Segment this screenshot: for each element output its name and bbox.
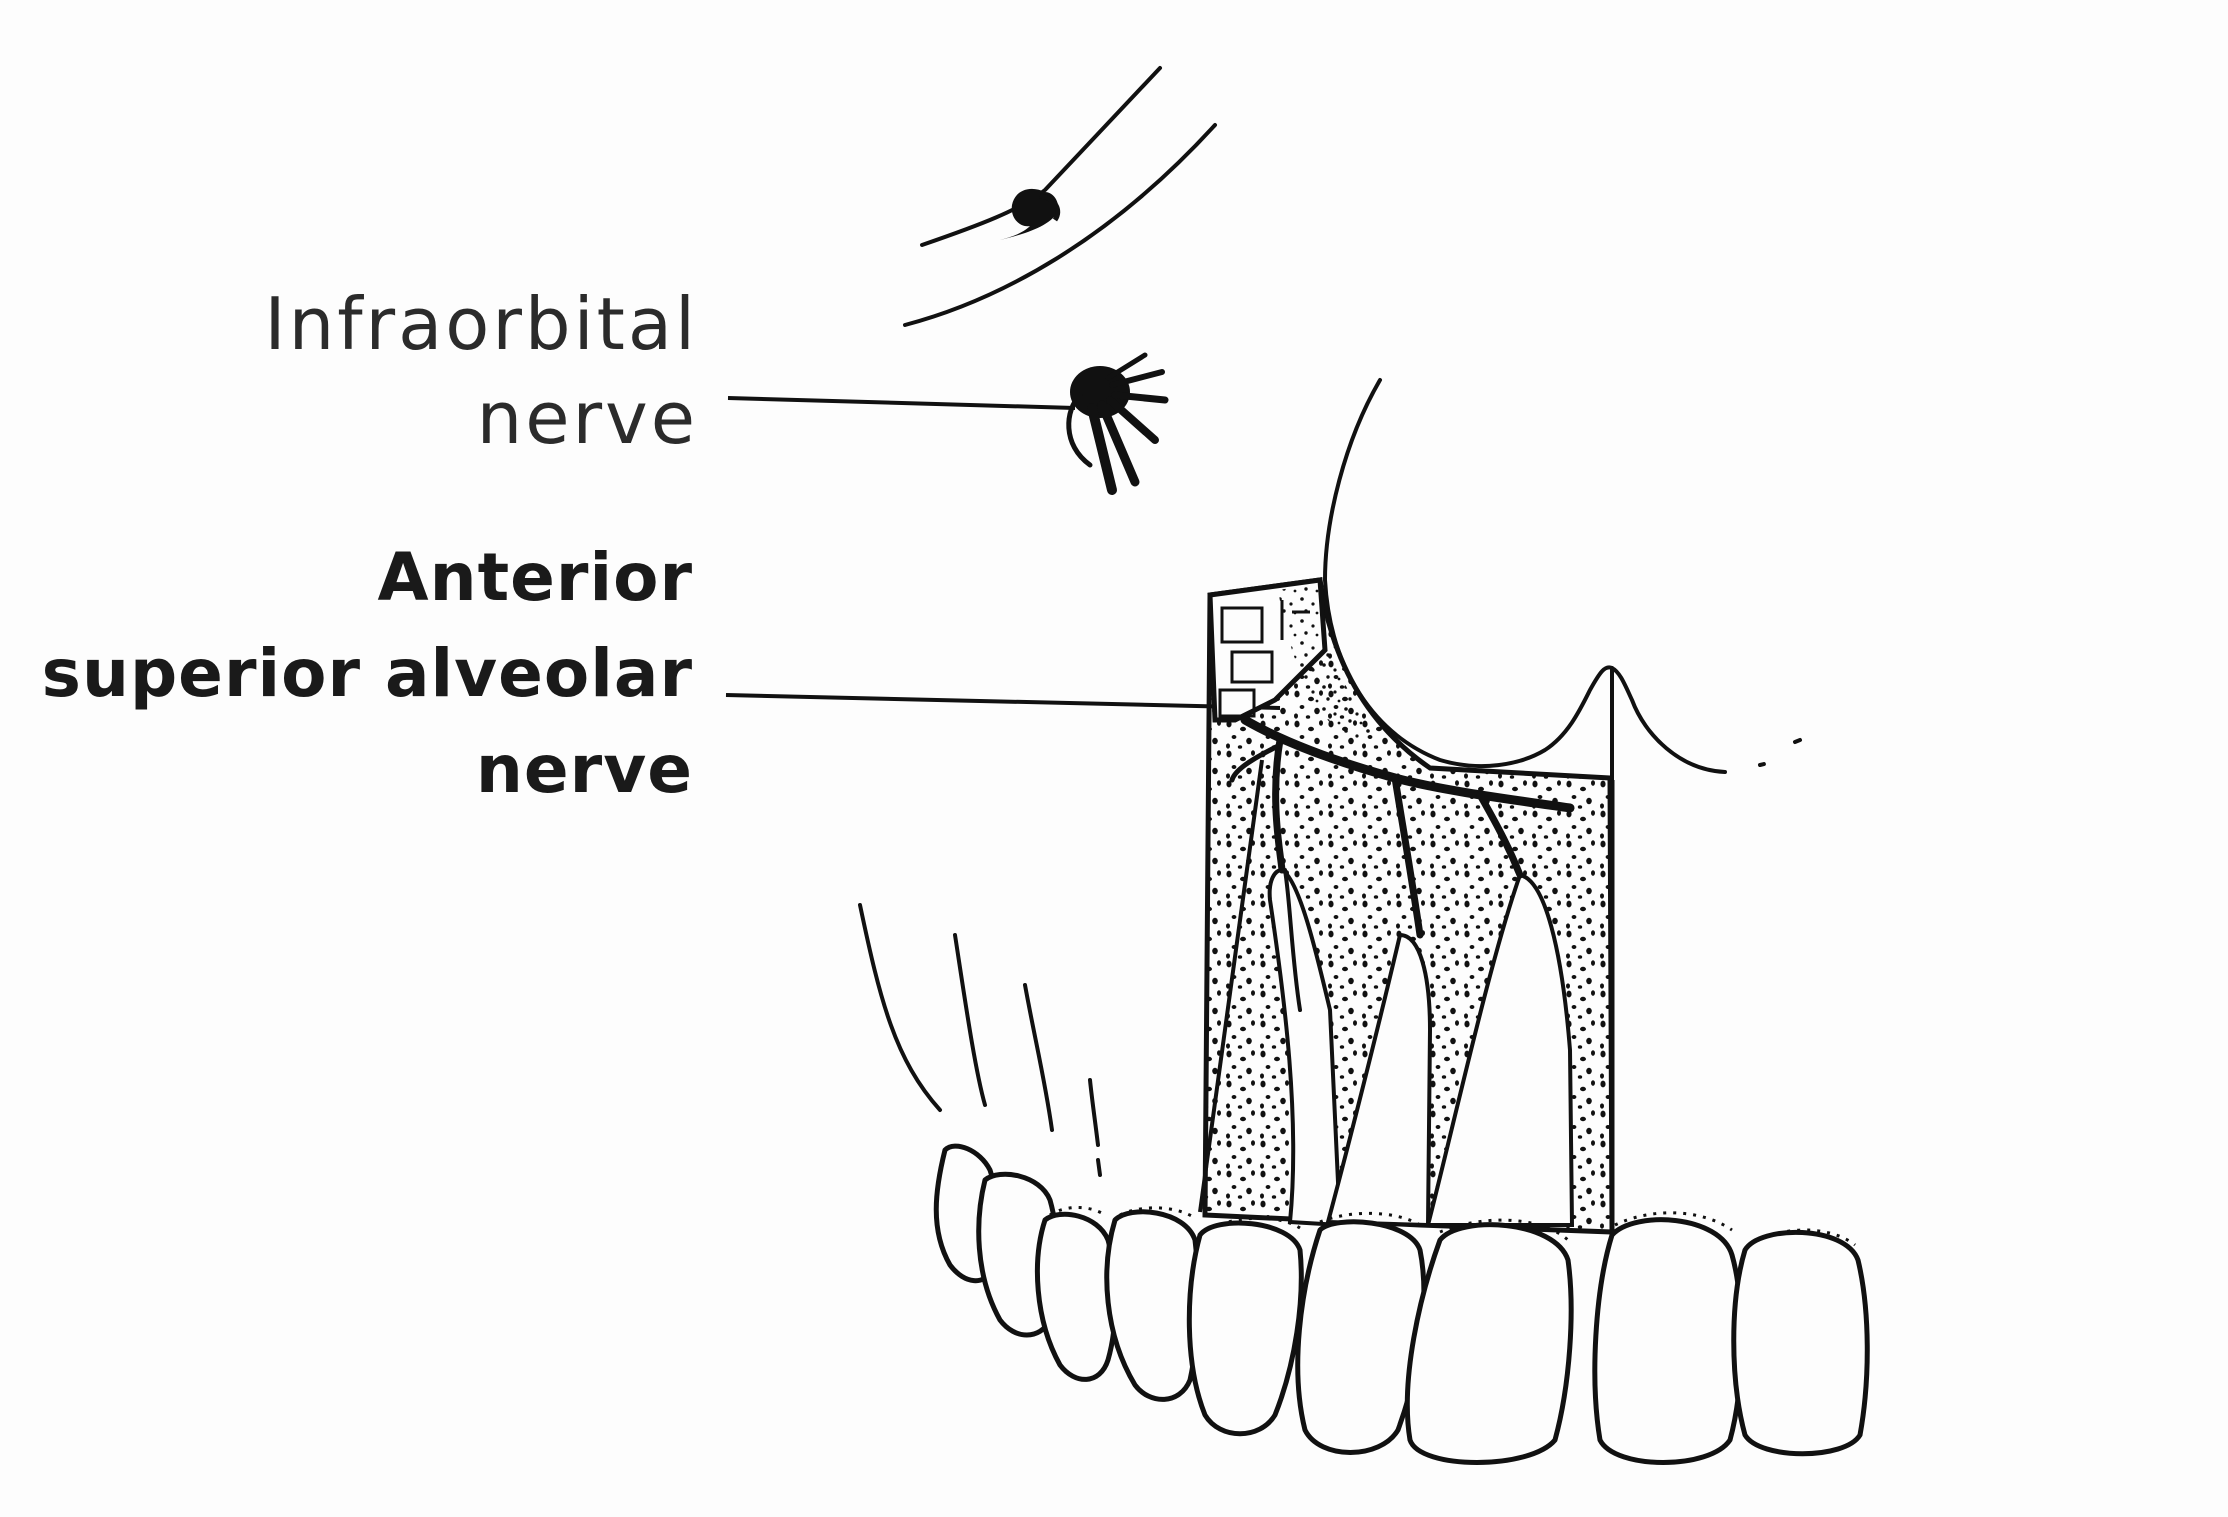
posterior-maxilla-lines: [858, 903, 1102, 1177]
asa-label-line1: Anterior: [377, 539, 693, 616]
infraorbital-label-line1: Infraorbital: [264, 282, 698, 366]
orbit-margin: [903, 66, 1217, 327]
asa-leader-line: [725, 693, 1281, 710]
tooth-central-incisor-right: [1592, 1217, 1744, 1465]
gingival-margin: [1049, 1206, 1856, 1247]
tooth-canine: [1186, 1220, 1304, 1437]
tooth-premolar-1: [1104, 1209, 1201, 1402]
tooth-central-incisor-left: [1404, 1222, 1574, 1465]
asa-label-line2: superior alveolar: [41, 635, 693, 712]
infraorbital-leader-line: [727, 396, 1076, 410]
upper-foramen: [1000, 188, 1061, 240]
asa-label-line3: nerve: [475, 731, 693, 808]
nasal-aperture: [1322, 378, 1802, 782]
infraorbital-label-line2: nerve: [476, 376, 698, 460]
tooth-lateral-incisor-right: [1731, 1229, 1870, 1457]
alveolar-bone-cutaway: [1198, 577, 1615, 1235]
asa-nerve: [1229, 715, 1575, 1012]
tooth-premolar-2: [1034, 1211, 1118, 1382]
asa-nerve-label: Anterior superior alveolar nerve: [42, 545, 693, 833]
teeth: [933, 1143, 1870, 1465]
infraorbital-nerve-label: Infraorbital nerve: [264, 288, 698, 476]
infraorbital-foramen: [1066, 352, 1169, 495]
tooth-lateral-incisor: [1295, 1219, 1427, 1455]
